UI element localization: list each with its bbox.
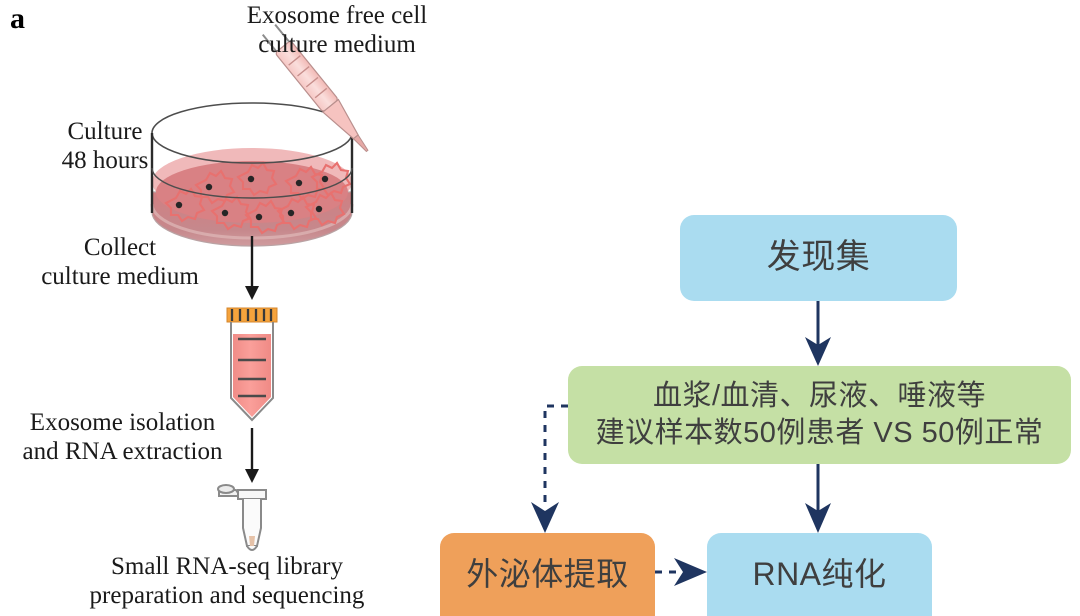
panel-label-a: a [10, 2, 25, 35]
rna-purification-box[interactable]: RNA纯化 [707, 533, 932, 616]
arrow-tube-to-eppendorf [245, 428, 259, 483]
sample-types-box[interactable]: 血浆/血清、尿液、唾液等 建议样本数50例患者 VS 50例正常 [568, 366, 1071, 464]
arrow-samples-to-rna [805, 464, 831, 533]
arrow-dish-to-tube [245, 236, 259, 300]
culture-caption: Culture 48 hours [61, 118, 149, 174]
library-caption: Small RNA-seq library preparation and se… [89, 553, 365, 609]
arrow-exosome-to-rna [655, 558, 707, 586]
arrow-samples-to-exosome [531, 404, 568, 533]
medium-caption: Exosome free cell culture medium [246, 2, 428, 58]
isolation-caption: Exosome isolation and RNA extraction [22, 409, 223, 465]
eppendorf-tube [217, 484, 267, 551]
collect-caption: Collect culture medium [41, 234, 199, 290]
discovery-set-box[interactable]: 发现集 [680, 215, 957, 301]
conical-tube [226, 307, 278, 422]
petri-dish-with-cells [150, 102, 354, 247]
arrow-discovery-to-samples [805, 301, 831, 366]
exosome-extraction-box[interactable]: 外泌体提取 [440, 533, 655, 616]
